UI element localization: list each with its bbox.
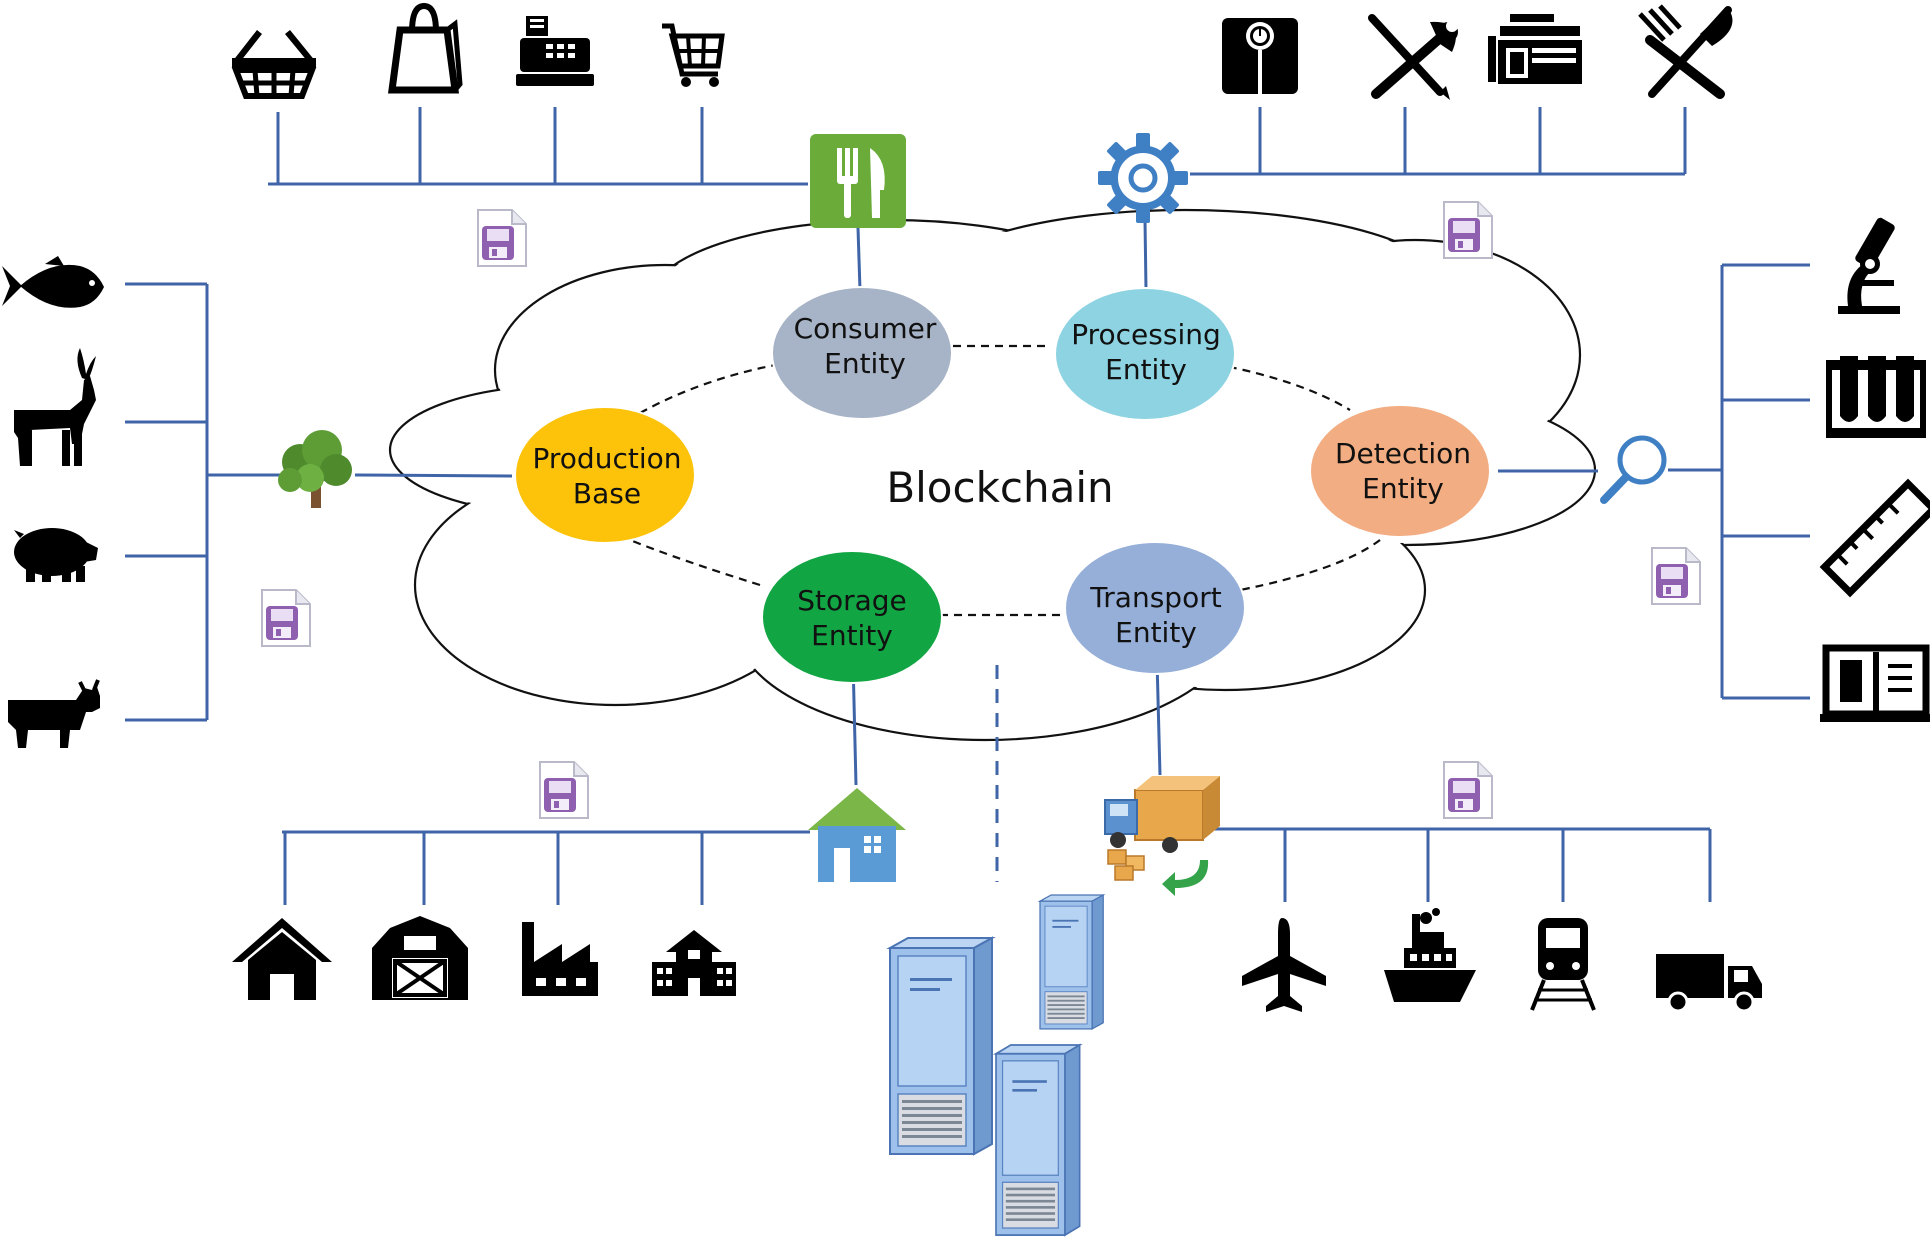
warehouse-hub-icon bbox=[808, 788, 906, 882]
document-icon bbox=[261, 589, 311, 647]
microscope-icon bbox=[1838, 217, 1900, 314]
ruler-icon bbox=[1819, 478, 1930, 598]
blockchain-title: Blockchain bbox=[886, 463, 1113, 512]
entity-transport: Transport Entity bbox=[1064, 541, 1246, 675]
entity-label-line1: Transport bbox=[1089, 581, 1221, 614]
document-icon bbox=[1443, 201, 1493, 259]
entity-processing-node bbox=[1054, 287, 1236, 421]
server-icon bbox=[889, 937, 993, 1155]
test-tubes-icon bbox=[1826, 356, 1926, 438]
fork-knife-icon bbox=[1638, 4, 1733, 99]
scale-icon bbox=[1222, 18, 1298, 94]
airplane-icon bbox=[1242, 918, 1326, 1012]
document-icon bbox=[1443, 761, 1493, 819]
server-icon bbox=[1039, 894, 1104, 1030]
entity-detection-node bbox=[1309, 404, 1491, 538]
gear-hub-icon bbox=[1098, 133, 1188, 223]
entity-detection: Detection Entity bbox=[1309, 404, 1491, 538]
document-icon bbox=[477, 209, 527, 267]
entity-label-line1: Processing bbox=[1071, 318, 1221, 351]
tree-hub-icon bbox=[278, 430, 352, 508]
entity-label-line1: Storage bbox=[797, 584, 907, 617]
connector-lines bbox=[125, 107, 1810, 905]
school-icon bbox=[652, 930, 736, 996]
shopping-bag-icon bbox=[388, 2, 463, 94]
entity-label-line2: Entity bbox=[824, 347, 906, 380]
tools-icon bbox=[1368, 14, 1458, 100]
printer-icon bbox=[1488, 14, 1582, 84]
entity-production-node bbox=[514, 406, 696, 544]
server-cluster bbox=[889, 894, 1104, 1236]
cow-icon bbox=[8, 679, 100, 748]
document-icon bbox=[1651, 547, 1701, 605]
entity-label-line2: Entity bbox=[1115, 616, 1197, 649]
magnifier-hub-icon bbox=[1600, 435, 1667, 504]
entity-consumer-node bbox=[771, 286, 953, 420]
cash-register-icon bbox=[516, 16, 594, 86]
entity-label-line1: Consumer bbox=[794, 312, 937, 345]
document-icon bbox=[539, 761, 589, 819]
entity-processing: Processing Entity bbox=[1054, 287, 1236, 421]
ship-icon bbox=[1384, 908, 1476, 1002]
delivery-hub-icon bbox=[1104, 776, 1220, 896]
entity-storage-node bbox=[761, 550, 943, 684]
entity-transport-node bbox=[1064, 541, 1246, 675]
entity-label-line2: Entity bbox=[1105, 353, 1187, 386]
truck-icon bbox=[1656, 954, 1762, 1013]
fish-icon bbox=[2, 256, 104, 308]
blockchain-ring bbox=[629, 344, 1381, 617]
server-icon bbox=[995, 1044, 1081, 1236]
entity-label-line2: Entity bbox=[811, 619, 893, 652]
entity-storage: Storage Entity bbox=[761, 550, 943, 684]
deer-icon bbox=[14, 348, 96, 466]
entity-consumer: Consumer Entity bbox=[771, 286, 953, 420]
entity-label-line2: Entity bbox=[1362, 472, 1444, 505]
shopping-cart-icon bbox=[662, 23, 725, 87]
restaurant-hub-icon bbox=[810, 134, 906, 228]
entity-label-line2: Base bbox=[573, 477, 641, 510]
entity-production: Production Base bbox=[514, 406, 696, 544]
book-icon bbox=[1820, 644, 1930, 722]
train-icon bbox=[1530, 918, 1596, 1011]
entity-label-line1: Detection bbox=[1335, 437, 1471, 470]
pig-icon bbox=[14, 528, 98, 582]
barn-icon bbox=[372, 916, 468, 1000]
house-icon bbox=[232, 918, 332, 1000]
basket-icon bbox=[231, 30, 317, 99]
entity-label-line1: Production bbox=[533, 442, 682, 475]
factory-icon bbox=[522, 922, 598, 996]
